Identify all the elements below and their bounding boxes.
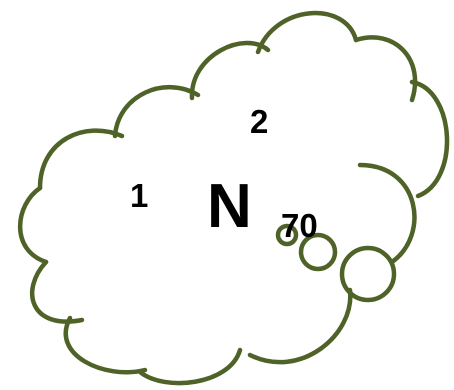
label-two: 2 xyxy=(250,103,268,140)
cloud-bump xyxy=(356,37,415,100)
label-letter-n: N xyxy=(207,172,252,241)
cloud-bump xyxy=(66,318,145,372)
cloud-bump xyxy=(140,350,240,383)
cloud-bump xyxy=(40,131,122,188)
cloud-bump xyxy=(115,87,198,136)
cloud-bump xyxy=(258,13,356,52)
cloud-bump xyxy=(412,82,447,196)
cloud-bump xyxy=(32,262,82,322)
label-seventy: 70 xyxy=(281,207,318,244)
cloud-bump xyxy=(20,188,46,262)
bubble-large xyxy=(342,248,394,300)
cloud-bump xyxy=(250,290,350,362)
label-one: 1 xyxy=(130,177,148,214)
